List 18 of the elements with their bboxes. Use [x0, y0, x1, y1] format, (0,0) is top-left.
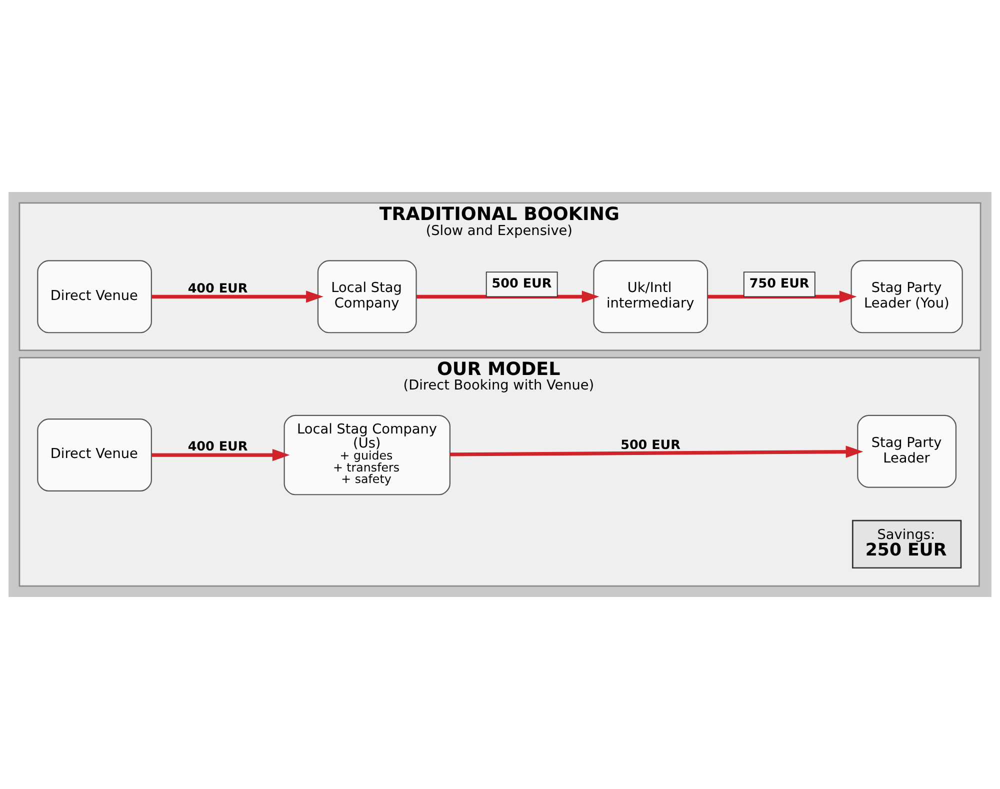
node-box: Stag Party Leader (You) — [850, 260, 963, 334]
arrow — [152, 290, 324, 303]
edge-label: 500 EUR — [492, 276, 552, 292]
node-box: Direct Venue — [37, 260, 152, 334]
node-box: Local Stag Company (Us) + guides + transfers + safety — [284, 414, 450, 496]
node-box: Uk/Intl intermediary — [593, 260, 708, 334]
edge-label: 750 EUR — [749, 276, 810, 292]
arrow — [708, 290, 857, 303]
edge-label: 400 EUR — [188, 281, 248, 296]
edge-label: 500 EUR — [620, 438, 680, 453]
edge-label: 400 EUR — [188, 440, 248, 455]
arrow — [152, 448, 290, 462]
node-box: Stag Party Leader — [857, 414, 956, 488]
arrow — [450, 446, 864, 458]
node-box: Direct Venue — [37, 418, 152, 492]
node-box: Savings: 250 EUR — [852, 520, 962, 569]
arrow — [416, 290, 600, 303]
node-box: Local Stag Company — [317, 260, 417, 334]
